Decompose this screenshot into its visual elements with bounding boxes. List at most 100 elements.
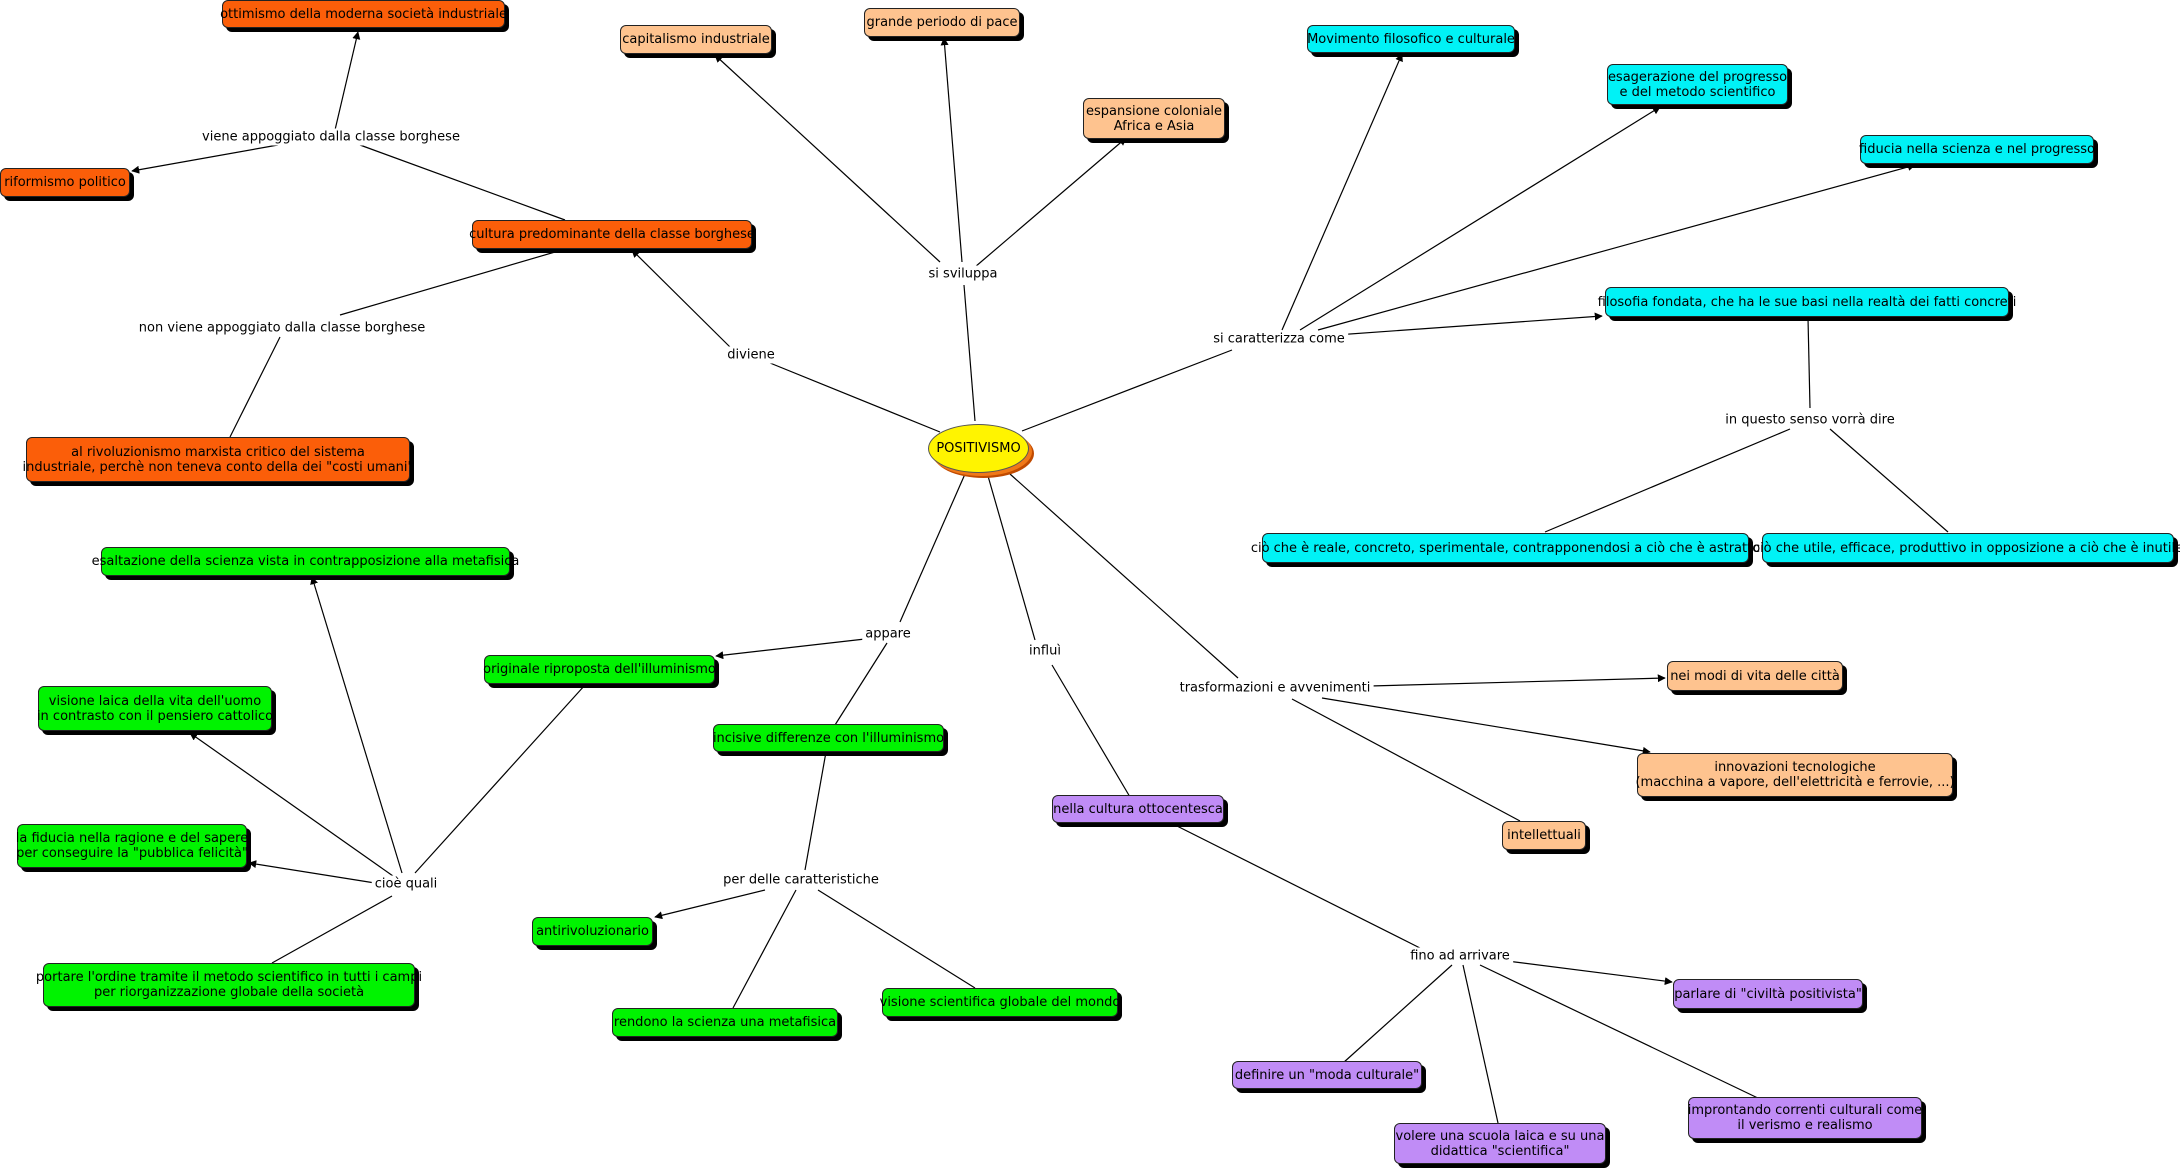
arrow-sisviluppa-capitalismo: [714, 54, 941, 263]
link-label-si-sviluppa: si sviluppa: [925, 265, 1001, 283]
node-rivoluzionismo[interactable]: al rivoluzionismo marxista critico del s…: [23, 437, 414, 482]
node-label: incisive differenze con l'illuminismo: [712, 730, 945, 746]
link-label-fino-ad-arrivare: fino ad arrivare: [1407, 947, 1513, 965]
root-label: POSITIVISMO: [936, 441, 1021, 456]
node-label-line-2: Africa e Asia: [1113, 118, 1195, 134]
arrow-caratterizza-filosofia: [1321, 312, 1603, 337]
arrow-caratterizza-movimento: [1281, 53, 1403, 331]
arrow-sisviluppa-espansione: [974, 137, 1127, 268]
node-originale[interactable]: originale riproposta dell'illuminismo: [483, 655, 716, 684]
node-esagerazione[interactable]: esagerazione del progresso e del metodo …: [1607, 64, 1788, 105]
node-visione-scientifica[interactable]: visione scientifica globale del mondo: [880, 988, 1120, 1017]
arrow-sisviluppa-pace: [940, 37, 963, 263]
line-perdelle-visione: [817, 889, 976, 989]
node-fiducia-scienza[interactable]: fiducia nella scienza e nel progresso: [1859, 135, 2095, 164]
link-label-non-viene-appoggiato: non viene appoggiato dalla classe borghe…: [135, 319, 429, 337]
line-nonviene-rivoluzionismo: [229, 336, 281, 438]
node-label: grande periodo di pace: [866, 15, 1018, 30]
line-root-trasformazioni: [1009, 473, 1239, 679]
link-label-appare: appare: [862, 625, 914, 643]
arrow-caratterizza-fiducia: [1317, 163, 1916, 331]
node-visione-laica[interactable]: visione laica della vita dell'uomo in co…: [36, 686, 274, 731]
node-nei-modi[interactable]: nei modi di vita delle città: [1667, 661, 1843, 691]
line-influi-nellacultura: [1051, 664, 1131, 798]
line-root-sisviluppa: [963, 284, 976, 422]
node-cultura-predominante[interactable]: cultura predominante della classe borghe…: [469, 220, 755, 249]
link-label-influi: influì: [1026, 642, 1064, 660]
node-definire[interactable]: definire un "moda culturale": [1232, 1061, 1422, 1089]
node-label-line-1: espansione coloniale: [1085, 103, 1223, 119]
line-fino-improntando: [1479, 964, 1763, 1101]
node-incisive[interactable]: incisive differenze con l'illuminismo: [713, 724, 944, 752]
arrow-cioe-fiducia-ragione: [248, 860, 376, 884]
node-intellettuali[interactable]: intellettuali: [1502, 821, 1586, 850]
node-label-line-2: il verismo e realismo: [1737, 1118, 1873, 1133]
node-reale[interactable]: ciò che è reale, concreto, sperimentale,…: [1251, 533, 1760, 563]
arrow-trasformazioni-modi: [1369, 674, 1666, 687]
node-capitalismo[interactable]: capitalismo industriale: [620, 25, 772, 54]
line-senso-utile: [1829, 428, 1949, 533]
node-label-line-1: innovazioni tecnologiche: [1714, 760, 1876, 775]
arrow-caratterizza-esagerazione: [1299, 106, 1661, 331]
link-label-si-caratterizza: si caratterizza come: [1210, 330, 1348, 348]
node-nella-cultura[interactable]: nella cultura ottocentesca: [1052, 795, 1224, 823]
node-label-line-2: didattica "scientifica": [1430, 1143, 1570, 1159]
node-label: nella cultura ottocentesca: [1053, 801, 1223, 817]
line-cultura-nonviene: [339, 251, 556, 316]
line-cultura-viene: [359, 144, 566, 221]
arrow-trasformazioni-innovazioni: [1321, 697, 1651, 755]
node-label-line-1: la fiducia nella ragione e del sapere: [15, 831, 249, 846]
node-utile[interactable]: ciò che utile, efficace, produttivo in o…: [1753, 533, 2180, 563]
line-incisive-perdelle: [804, 751, 827, 871]
node-filosofia-fondata[interactable]: filosofia fondata, che ha le sue basi ne…: [1598, 287, 2016, 317]
node-label: ottimismo della moderna società industri…: [220, 6, 507, 22]
arrow-cioe-visione-laica: [189, 732, 394, 877]
node-label: parlare di "civiltà positivista": [1674, 986, 1862, 1002]
node-riformismo[interactable]: riformismo politico: [0, 168, 130, 197]
node-volere[interactable]: volere una scuola laica e su una didatti…: [1394, 1123, 1606, 1164]
line-root-appare: [899, 473, 966, 623]
node-rendono-scienza[interactable]: rendono la scienza una metafisica: [612, 1008, 838, 1037]
node-movimento[interactable]: Movimento filosofico e culturale: [1307, 25, 1515, 53]
link-label-per-delle: per delle caratteristiche: [720, 871, 882, 889]
node-parlare[interactable]: parlare di "civiltà positivista": [1673, 979, 1863, 1009]
node-label: antirivoluzionario: [536, 924, 649, 939]
node-label: ciò che è reale, concreto, sperimentale,…: [1250, 540, 1761, 556]
node-fiducia-ragione[interactable]: la fiducia nella ragione e del sapere pe…: [15, 824, 249, 868]
arrow-fino-parlare: [1506, 960, 1673, 986]
node-label: intellettuali: [1507, 828, 1581, 843]
node-label-line-1: visione laica della vita dell'uomo: [48, 693, 262, 709]
node-label-line-1: esagerazione del progresso: [1607, 69, 1788, 85]
node-esaltazione[interactable]: esaltazione della scienza vista in contr…: [92, 547, 519, 576]
node-label-line-2: per riorganizzazione globale della socie…: [93, 985, 365, 1000]
line-nellacultura-fino: [1172, 823, 1421, 949]
node-antirivoluzionario[interactable]: antirivoluzionario: [532, 917, 653, 946]
node-innovazioni[interactable]: innovazioni tecnologiche (macchina a vap…: [1635, 753, 1955, 797]
node-label: riformismo politico: [4, 175, 126, 190]
link-label-viene-appoggiato: viene appoggiato dalla classe borghese: [199, 128, 463, 146]
node-label: Movimento filosofico e culturale: [1307, 31, 1515, 47]
node-label: nei modi di vita delle città: [1670, 668, 1840, 684]
arrow-diviene-cultura: [631, 249, 731, 348]
node-label-line-2: in contrasto con il pensiero cattolico: [36, 708, 274, 724]
node-label-line-1: volere una scuola laica e su una: [1395, 1128, 1605, 1144]
link-label-diviene: diviene: [724, 346, 778, 364]
link-label-cioe-quali: cioè quali: [371, 875, 441, 893]
node-portare-ordine[interactable]: portare l'ordine tramite il metodo scien…: [36, 963, 422, 1007]
node-improntando[interactable]: improntando correnti culturali come il v…: [1688, 1097, 1922, 1139]
node-ottimismo[interactable]: ottimismo della moderna società industri…: [220, 0, 507, 28]
line-root-diviene: [769, 362, 941, 433]
node-label-line-1: improntando correnti culturali come: [1687, 1103, 1923, 1118]
line-originale-cioe: [414, 684, 586, 874]
root-node-positivismo[interactable]: POSITIVISMO: [928, 424, 1029, 473]
node-label-line-2: (macchina a vapore, dell'elettricità e f…: [1635, 775, 1955, 790]
node-label-line-2: industriale, perchè non teneva conto del…: [22, 459, 414, 475]
arrow-appare-originale: [715, 638, 866, 660]
node-grande-periodo[interactable]: grande periodo di pace: [864, 8, 1020, 37]
node-label: esaltazione della scienza vista in contr…: [91, 554, 520, 569]
node-label-line-1: portare l'ordine tramite il metodo scien…: [35, 970, 423, 985]
node-label: cultura predominante della classe borghe…: [469, 227, 755, 242]
node-label-line-1: al rivoluzionismo marxista critico del s…: [71, 444, 365, 460]
node-espansione[interactable]: espansione coloniale Africa e Asia: [1083, 98, 1225, 139]
link-label-in-questo-senso: in questo senso vorrà dire: [1722, 411, 1898, 429]
